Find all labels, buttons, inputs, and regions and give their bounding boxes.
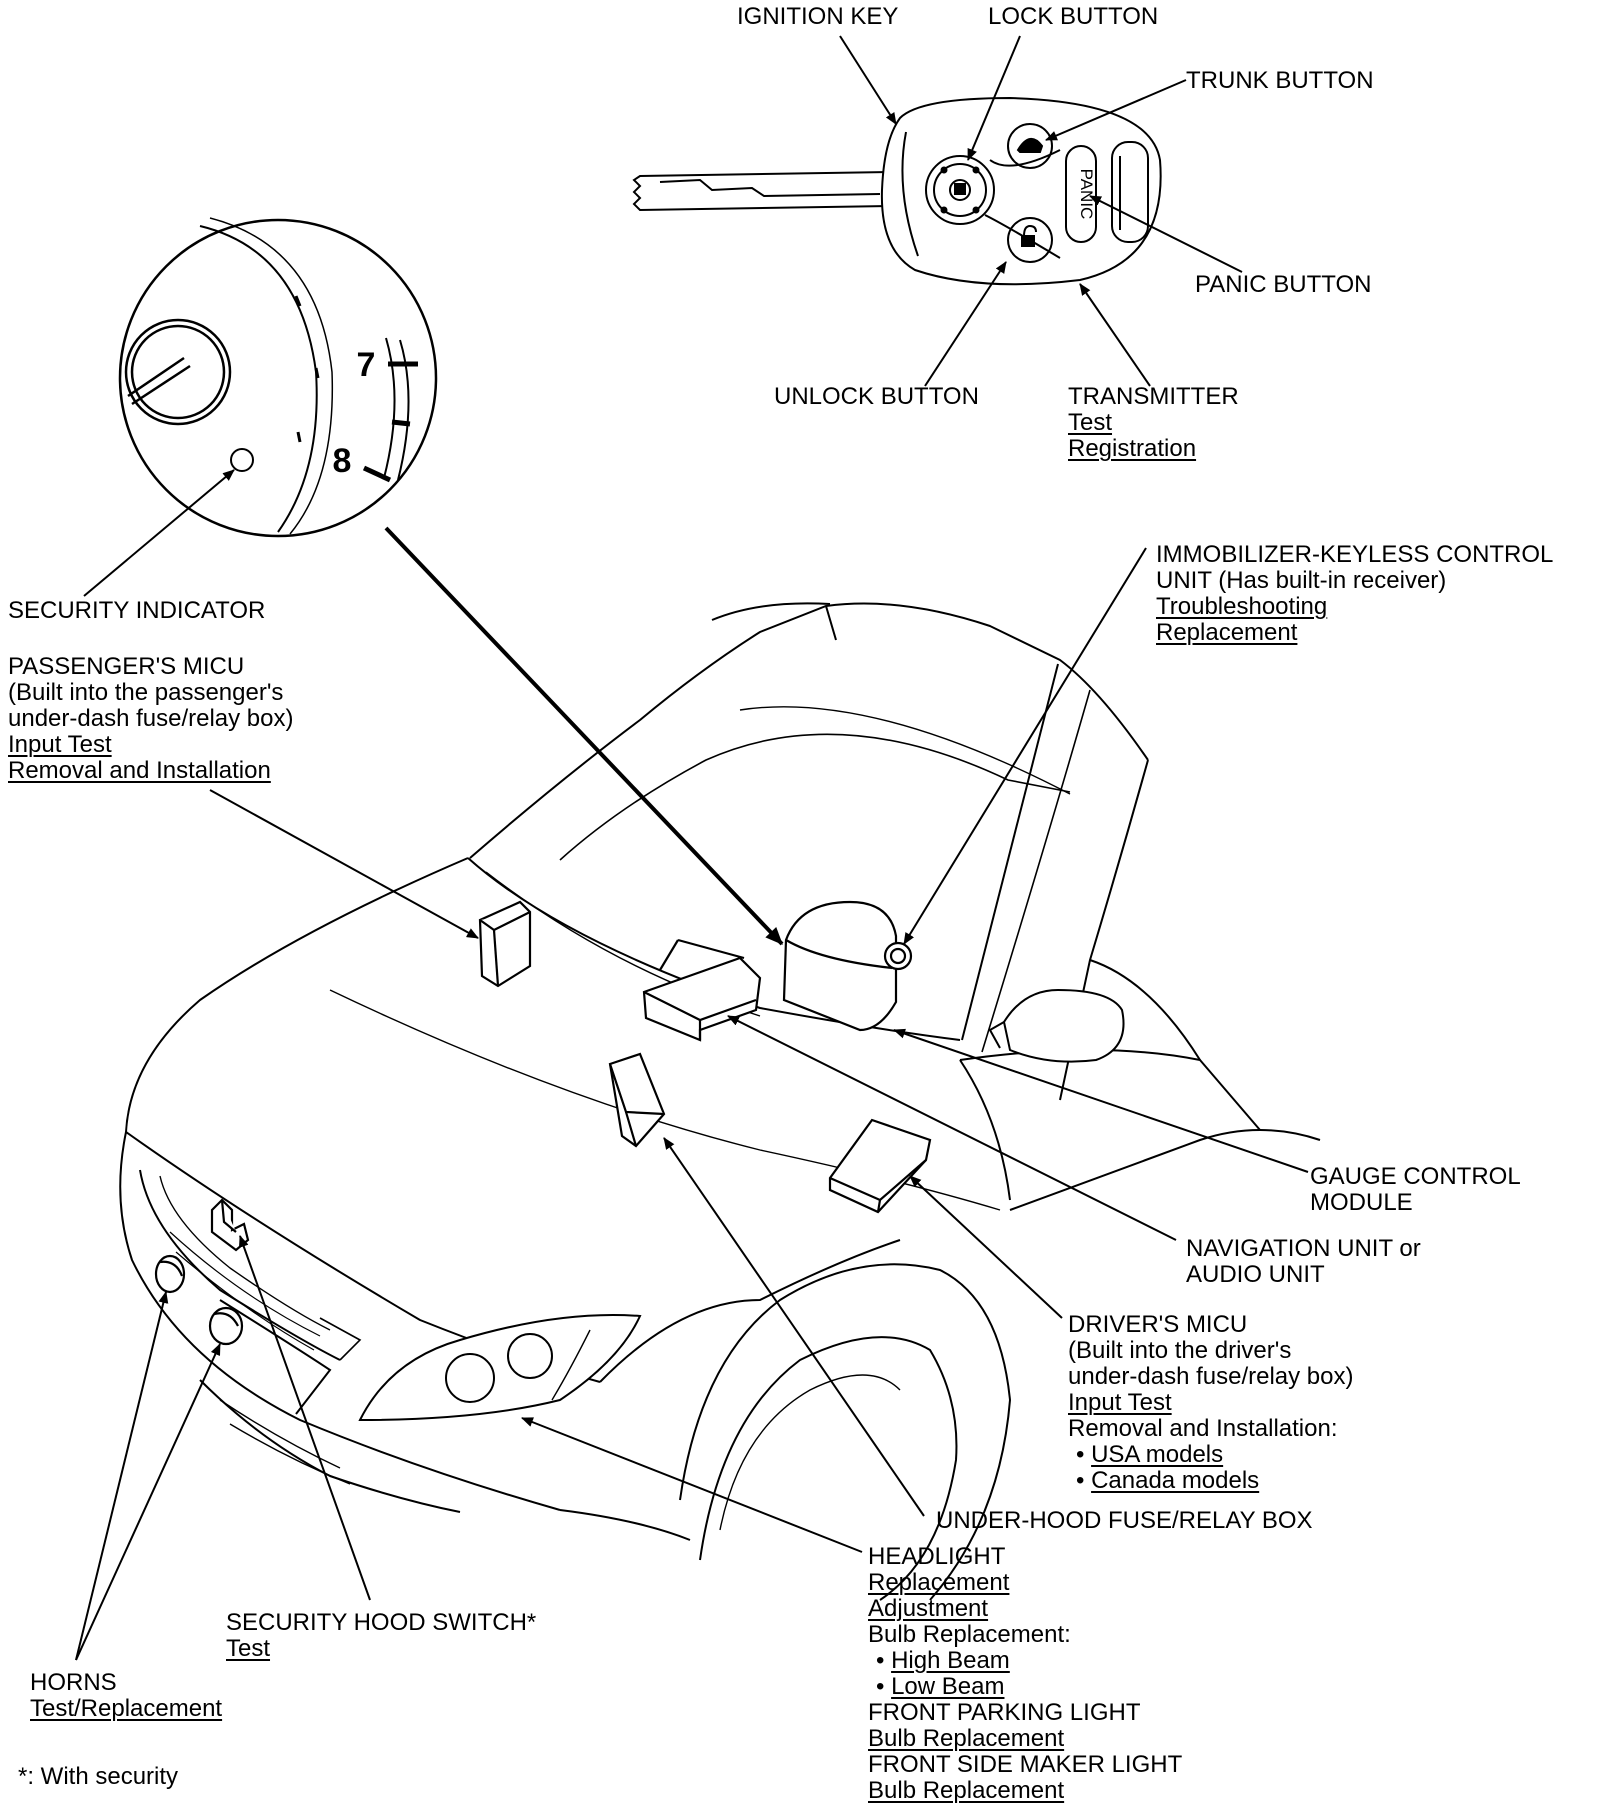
front-side-marker-bulb-link[interactable]: Bulb Replacement xyxy=(868,1777,1065,1804)
horns-label: HORNS Test/Replacement xyxy=(30,1670,222,1722)
driver-micu-label: DRIVER'S MICU (Built into the driver's u… xyxy=(1068,1311,1354,1495)
transmitter-test-link[interactable]: Test xyxy=(1068,409,1113,436)
immobilizer-troubleshooting-link[interactable]: Troubleshooting xyxy=(1156,593,1328,620)
headlight-replacement-link[interactable]: Replacement xyxy=(868,1569,1010,1596)
driver-micu-input-test-link[interactable]: Input Test xyxy=(1068,1389,1172,1416)
immobilizer-leader xyxy=(903,547,1147,945)
front-parking-light-title: FRONT PARKING LIGHT xyxy=(868,1699,1141,1726)
headlight-label: HEADLIGHT Replacement Adjustment Bulb Re… xyxy=(868,1544,1182,1804)
under-hood-fuse-box xyxy=(608,1052,666,1148)
immobilizer-unit xyxy=(883,941,913,971)
driver-micu-canada-link[interactable]: Canada models xyxy=(1091,1467,1260,1494)
immobilizer-replacement-link[interactable]: Replacement xyxy=(1156,619,1298,646)
passenger-micu-box xyxy=(478,900,532,988)
headlight-bulb-heading: Bulb Replacement: xyxy=(868,1621,1071,1648)
trunk-button-leader xyxy=(1045,79,1187,141)
key-leader-lines xyxy=(839,35,1243,387)
transmitter-registration-link[interactable]: Registration xyxy=(1068,435,1197,462)
driver-micu-removal-heading: Removal and Installation: xyxy=(1068,1415,1338,1442)
immobilizer-label: IMMOBILIZER-KEYLESS CONTROL UNIT (Has bu… xyxy=(1156,542,1553,646)
navigation-unit-leader xyxy=(727,1015,1177,1241)
panic-button-leader xyxy=(1089,195,1243,273)
lock-button-leader xyxy=(967,35,1021,161)
driver-micu-leader xyxy=(909,1175,1063,1319)
horn-right-leader xyxy=(75,1343,221,1661)
headlight-low-beam-link[interactable]: Low Beam xyxy=(891,1673,1005,1700)
navigation-unit-box xyxy=(642,938,762,1042)
passenger-micu-label: PASSENGER'S MICU (Built into the passeng… xyxy=(8,654,294,784)
passenger-micu-title: PASSENGER'S MICU xyxy=(8,653,245,680)
horn-left-leader xyxy=(75,1291,169,1661)
security-indicator-label: SECURITY INDICATOR xyxy=(8,597,266,624)
horns-test-link[interactable]: Test/Replacement xyxy=(30,1695,223,1722)
footnote: *: With security xyxy=(18,1763,179,1790)
driver-micu-usa-link[interactable]: USA models xyxy=(1091,1441,1224,1468)
gauge-magnifier xyxy=(118,217,438,538)
security-indicator-leader xyxy=(83,469,235,597)
immobilizer-title-1: IMMOBILIZER-KEYLESS CONTROL xyxy=(1156,541,1554,568)
gauge-mark-lower: 8 xyxy=(333,442,352,480)
transmitter-leader xyxy=(1079,283,1151,387)
vehicle-leader-lines xyxy=(75,469,1309,1661)
navigation-unit-label: NAVIGATION UNIT or AUDIO UNIT xyxy=(1186,1235,1421,1288)
ignition-key-leader xyxy=(839,35,897,125)
vehicle-outline xyxy=(119,602,1321,1601)
unlock-button-leader xyxy=(924,261,1007,387)
ignition-key-label: IGNITION KEY xyxy=(737,3,899,30)
passenger-micu-input-test-link[interactable]: Input Test xyxy=(8,731,112,758)
under-hood-fuse-leader xyxy=(663,1137,925,1517)
gauge-control-module xyxy=(782,900,898,1032)
security-hood-switch-label: SECURITY HOOD SWITCH* Test xyxy=(226,1610,536,1662)
gauge-control-module-label: GAUGE CONTROL MODULE xyxy=(1310,1163,1521,1216)
immobilizer-title-2: UNIT (Has built-in receiver) xyxy=(1156,567,1447,594)
gauge-control-module-leader xyxy=(893,1028,1309,1173)
headlight-high-beam-link[interactable]: High Beam xyxy=(891,1647,1010,1674)
passenger-micu-removal-link[interactable]: Removal and Installation xyxy=(8,757,271,784)
gauge-mark-upper: 7 xyxy=(357,346,376,384)
panic-button-lettering: PANIC xyxy=(1077,169,1096,220)
headlight-leader xyxy=(521,1417,863,1553)
ignition-key-drawing xyxy=(632,96,1162,286)
headlight-adjustment-link[interactable]: Adjustment xyxy=(868,1595,989,1622)
horns-title: HORNS xyxy=(30,1669,117,1696)
driver-micu-box xyxy=(828,1118,932,1214)
gauge-zoom-line xyxy=(384,526,784,946)
lock-button-label: LOCK BUTTON xyxy=(988,3,1159,30)
transmitter-label: TRANSMITTER Test Registration xyxy=(1068,384,1239,462)
front-parking-light-bulb-link[interactable]: Bulb Replacement xyxy=(868,1725,1065,1752)
transmitter-title: TRANSMITTER xyxy=(1068,383,1239,410)
driver-micu-title: DRIVER'S MICU xyxy=(1068,1311,1248,1338)
horn-right-part xyxy=(208,1306,244,1346)
passenger-micu-desc-1: (Built into the passenger's xyxy=(8,679,284,706)
horn-left-part xyxy=(154,1254,186,1294)
headlight-title: HEADLIGHT xyxy=(868,1543,1006,1570)
security-hood-switch-leader xyxy=(238,1235,371,1601)
panic-button-label: PANIC BUTTON xyxy=(1195,271,1372,298)
driver-micu-desc-2: under-dash fuse/relay box) xyxy=(1068,1363,1354,1390)
unlock-button-label: UNLOCK BUTTON xyxy=(774,383,979,410)
passenger-micu-desc-2: under-dash fuse/relay box) xyxy=(8,705,294,732)
front-side-marker-title: FRONT SIDE MAKER LIGHT xyxy=(868,1751,1183,1778)
security-hood-switch-title: SECURITY HOOD SWITCH* xyxy=(226,1609,537,1636)
security-hood-switch-test-link[interactable]: Test xyxy=(226,1635,271,1662)
passenger-micu-leader xyxy=(209,789,479,939)
components xyxy=(154,900,932,1346)
under-hood-fuse-label: UNDER-HOOD FUSE/RELAY BOX xyxy=(936,1507,1313,1534)
trunk-button-label: TRUNK BUTTON xyxy=(1186,67,1374,94)
driver-micu-desc-1: (Built into the driver's xyxy=(1068,1337,1292,1364)
